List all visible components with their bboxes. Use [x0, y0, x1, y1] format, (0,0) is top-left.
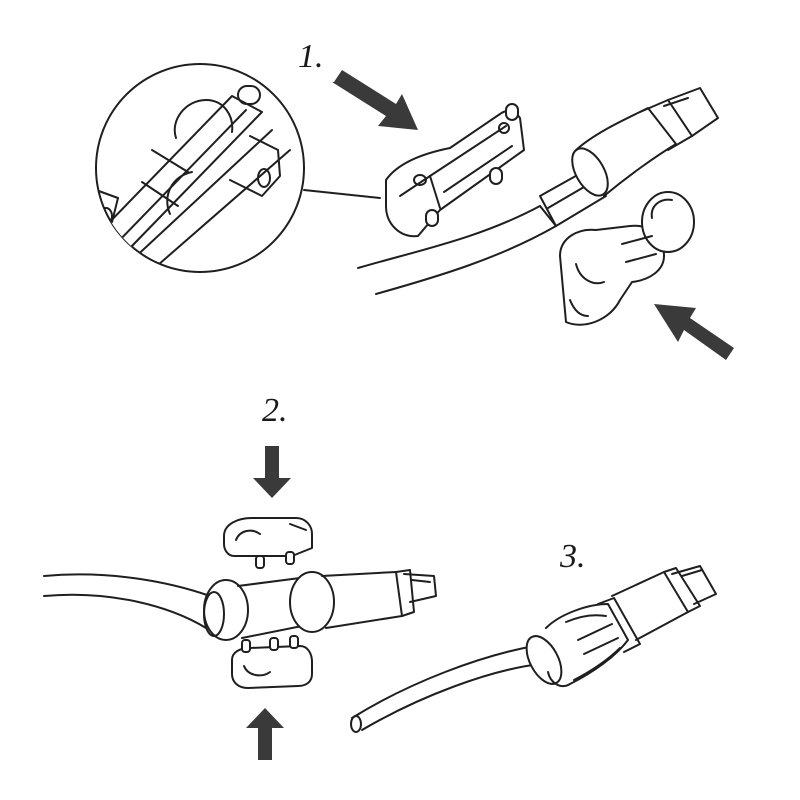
step-1-label: 1.	[298, 38, 324, 75]
clip-half-spool	[559, 191, 695, 326]
step-2-scene	[43, 446, 437, 760]
step-2-bottom-clip	[231, 635, 313, 689]
step-1-scene	[95, 63, 734, 360]
arrow-down-icon	[253, 446, 291, 498]
step-2-cable-sleeve	[203, 569, 437, 641]
step-3-cable	[350, 645, 541, 733]
step-3-assembled-protector	[525, 597, 641, 688]
arrow-up-left-icon	[654, 304, 734, 360]
zoom-detail-circle	[95, 63, 381, 273]
step-1-connector	[539, 87, 719, 227]
step-3-connector	[611, 565, 717, 641]
step-3-scene	[350, 565, 717, 733]
arrow-down-right-icon	[332, 70, 418, 130]
arrow-up-icon	[246, 708, 284, 760]
step-2-top-clip	[223, 517, 313, 569]
step-2-label: 2.	[262, 392, 288, 429]
clip-half-with-pins	[385, 103, 525, 238]
step-2-cable	[43, 573, 211, 629]
step-3-label: 3.	[560, 538, 586, 575]
